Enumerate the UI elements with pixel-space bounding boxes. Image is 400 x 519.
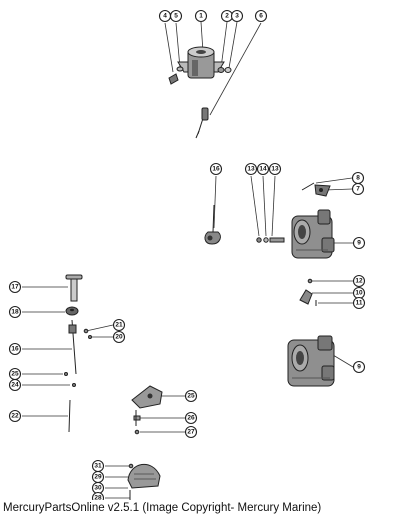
callout-8: 8 [351, 171, 365, 185]
callout-1: 1 [194, 9, 208, 23]
wire-lead-part [195, 107, 209, 139]
screw-washer-part [168, 66, 184, 85]
callout-label: 5 [174, 13, 178, 20]
callout-label: 30 [94, 485, 102, 492]
left-bolt-part [65, 274, 83, 302]
callout-label: 4 [163, 13, 167, 20]
carburetor-body-lower [287, 335, 335, 387]
callout-label: 14 [259, 166, 267, 173]
callout-label: 31 [94, 463, 102, 470]
callout-label: 26 [187, 415, 195, 422]
copyright-caption: MercuryPartsOnline v2.5.1 (Image Copyrig… [3, 502, 322, 514]
callout-label: 16 [11, 346, 19, 353]
callout-label: 20 [115, 334, 123, 341]
callout-label: 12 [355, 278, 363, 285]
callout-label: 21 [115, 322, 123, 329]
leader-lines [22, 21, 354, 499]
callout-label: 17 [11, 284, 19, 291]
callout-22: 22 [8, 409, 22, 423]
callout-label: 16 [212, 166, 220, 173]
callout-26: 26 [184, 411, 198, 425]
callout-13-right: 13 [268, 162, 282, 176]
callout-5: 5 [169, 9, 183, 23]
callout-17: 17 [8, 280, 22, 294]
small-screws-part [299, 278, 317, 306]
callout-label: 24 [11, 382, 19, 389]
callout-label: 3 [235, 13, 239, 20]
callout-6: 6 [254, 9, 268, 23]
callout-label: 22 [11, 413, 19, 420]
solenoid-part [177, 46, 225, 79]
callout-label: 8 [356, 175, 360, 182]
callout-label: 28 [94, 495, 102, 501]
nut-washer-part [217, 67, 232, 73]
callout-30: 30 [91, 481, 105, 495]
callout-label: 6 [259, 13, 263, 20]
callout-label: 25 [187, 393, 195, 400]
callout-16-lower: 16 [8, 342, 22, 356]
callout-9-lower: 9 [352, 360, 366, 374]
callout-label: 11 [356, 300, 363, 307]
long-rod-part [68, 399, 71, 433]
callout-label: 2 [225, 13, 229, 20]
callout-29-upper: 29 [91, 470, 105, 484]
grommet-part [65, 306, 79, 316]
callout-label: 10 [355, 290, 363, 297]
callout-label: 7 [356, 186, 360, 193]
callout-13-left: 13 [244, 162, 258, 176]
callout-label: 25 [11, 371, 19, 378]
cam-bracket-part [131, 385, 163, 435]
link-rod-part [64, 319, 92, 387]
callout-11: 11 [352, 296, 366, 310]
callout-18: 18 [8, 305, 22, 319]
callout-7: 7 [351, 182, 365, 196]
pins-washer-part [256, 237, 285, 243]
callout-9-upper: 9 [352, 236, 366, 250]
callout-12: 12 [352, 274, 366, 288]
callout-21: 21 [112, 318, 126, 332]
callout-label: 13 [247, 166, 255, 173]
callout-label: 9 [357, 364, 361, 371]
callout-label: 9 [357, 240, 361, 247]
callout-31: 31 [91, 459, 105, 473]
callout-2: 2 [220, 9, 234, 23]
callout-14: 14 [256, 162, 270, 176]
choke-lever-part [204, 204, 221, 245]
cover-part [127, 463, 161, 500]
callout-16-upper: 16 [209, 162, 223, 176]
callout-label: 13 [271, 166, 279, 173]
callout-4: 4 [158, 9, 172, 23]
lever-screw-part [301, 182, 331, 197]
callout-28: 28 [91, 491, 105, 501]
callout-10: 10 [352, 286, 366, 300]
callout-25-left: 25 [8, 367, 22, 381]
carburetor-body-upper [291, 209, 335, 259]
callout-25-right: 25 [184, 389, 198, 403]
callout-3: 3 [230, 9, 244, 23]
exploded-parts-diagram: 4 5 1 2 3 6 16 13 14 13 8 7 9 17 18 12 1… [8, 9, 366, 501]
callout-label: 27 [187, 429, 195, 436]
callout-20: 20 [112, 330, 126, 344]
callout-label: 1 [199, 13, 203, 20]
callout-27: 27 [184, 425, 198, 439]
callout-24: 24 [8, 378, 22, 392]
callout-label: 18 [11, 309, 19, 316]
callout-label: 29 [94, 474, 102, 481]
